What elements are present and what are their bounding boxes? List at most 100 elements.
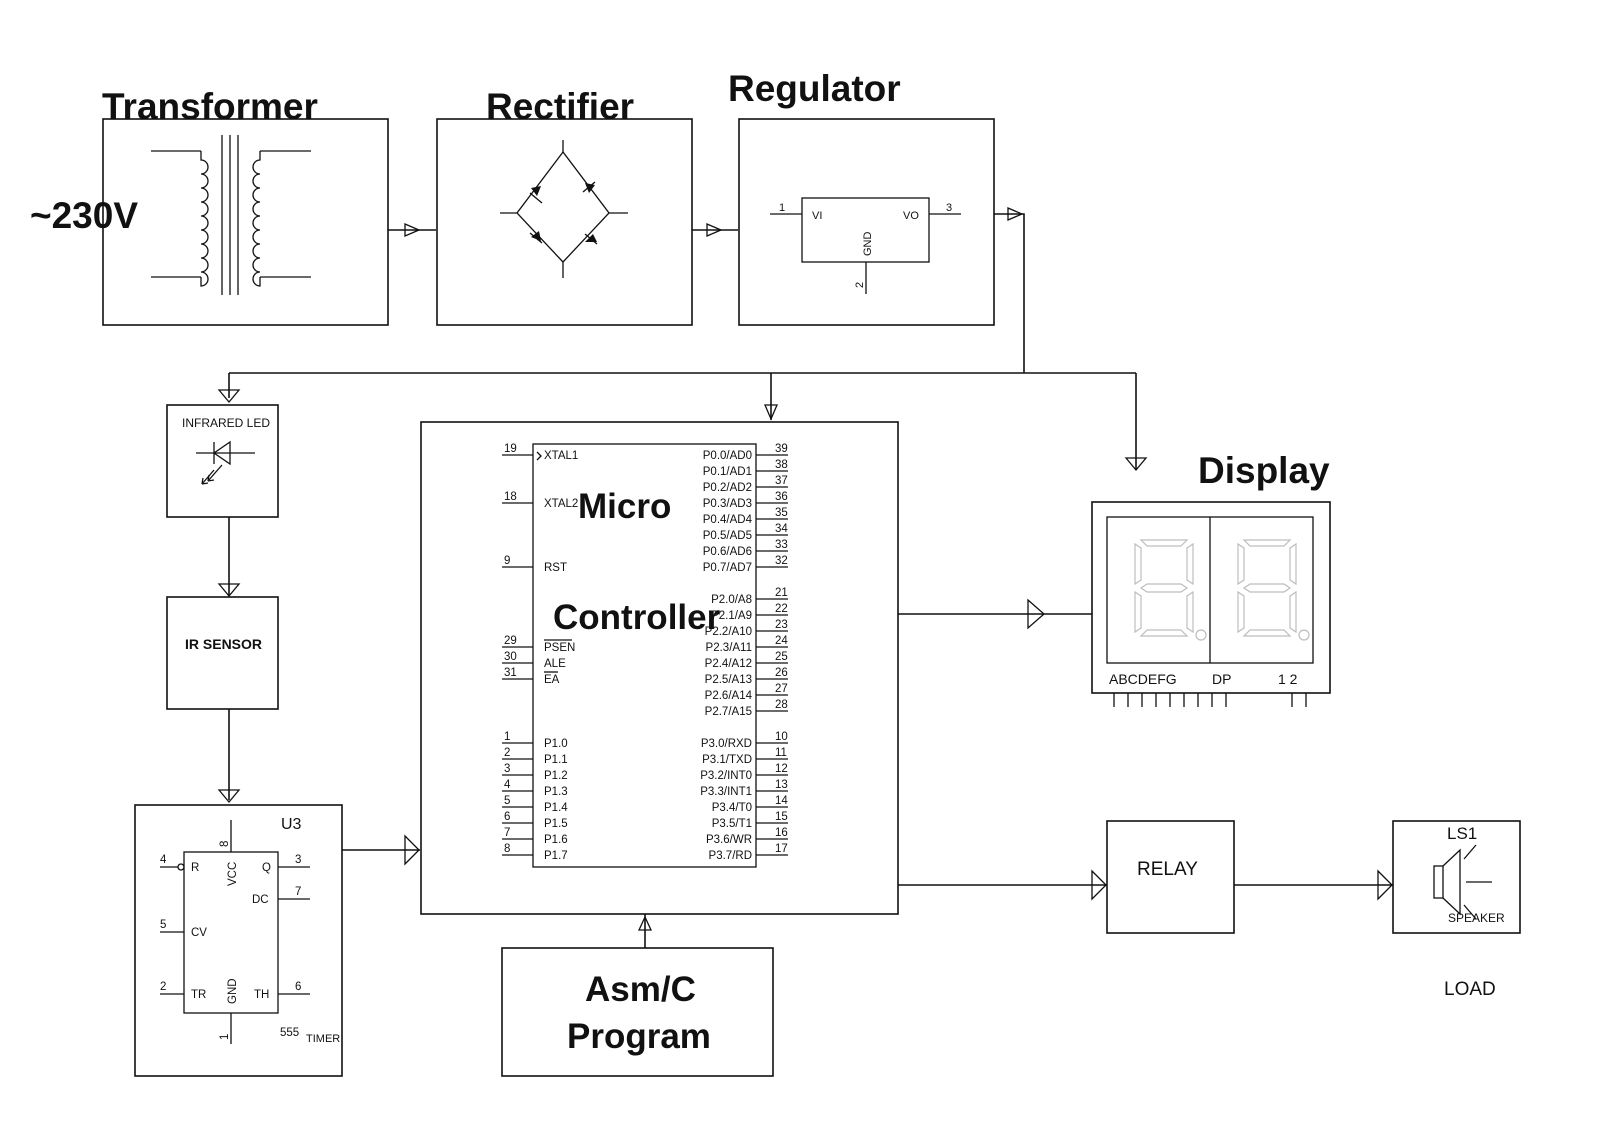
program-line2: Program <box>567 1017 711 1056</box>
mcu-pin-number: 28 <box>775 699 788 711</box>
arrow-relay-load <box>1234 869 1393 901</box>
reg-vo-label: VO <box>903 210 919 222</box>
reg-gnd-label: GND <box>862 232 874 257</box>
regulator-block: 1 3 VI VO GND 2 <box>738 118 995 326</box>
display-segment <box>1134 542 1142 586</box>
mcu-pin-number: 18 <box>504 491 517 503</box>
mcu-pin-name: P1.1 <box>544 754 568 766</box>
mcu-pin-number: 17 <box>775 843 788 855</box>
display-segment <box>1186 542 1194 586</box>
mcu-pin-number: 39 <box>775 443 788 455</box>
timer-sub-label: TIMER <box>306 1033 340 1045</box>
mcu-pin-number: 37 <box>775 475 788 487</box>
display-dp-segment <box>1195 629 1207 641</box>
mcu-right-pins: 39P0.0/AD038P0.1/AD137P0.2/AD236P0.3/AD3… <box>700 443 788 862</box>
display-block: ABCDEFG DP 1 2 <box>1091 501 1331 707</box>
mcu-pin-name: P1.6 <box>544 834 568 846</box>
mcu-pin-name: P3.4/T0 <box>712 802 752 814</box>
load-label: LOAD <box>1444 979 1496 1000</box>
relay-label: RELAY <box>1137 859 1198 880</box>
mcu-pin-number: 3 <box>504 763 510 775</box>
mcu-pin-name: RST <box>544 562 567 574</box>
mcu-pin-name: P3.6/WR <box>706 834 752 846</box>
seven-segment-digits <box>1134 539 1310 641</box>
mcu-left-pins: 19XTAL118XTAL29RST29PSEN30ALE31EA1P1.02P… <box>502 443 578 862</box>
mcu-pin-number: 6 <box>504 811 510 823</box>
mcu-pin-number: 10 <box>775 731 788 743</box>
mcu-pin-name: P1.7 <box>544 850 568 862</box>
mcu-pin-name: P1.2 <box>544 770 568 782</box>
svg-text:GND: GND <box>227 978 239 1004</box>
mcu-pin-number: 36 <box>775 491 788 503</box>
program-block: Asm/C Program <box>501 947 774 1077</box>
svg-text:Q: Q <box>262 862 271 874</box>
mcu-pin-number: 25 <box>775 651 788 663</box>
mcu-pin-number: 23 <box>775 619 788 631</box>
arrow-timer-mcu <box>342 834 420 866</box>
display-segment <box>1237 590 1245 634</box>
reg-pin-out-number: 3 <box>946 202 952 214</box>
mcu-pin-number: 22 <box>775 603 788 615</box>
load-block: LS1 SPEAKER <box>1392 820 1521 934</box>
display-segment <box>1289 542 1297 586</box>
mcu-pin-number: 33 <box>775 539 788 551</box>
power-bus <box>217 207 1148 472</box>
arrow-mcu-relay <box>898 869 1107 901</box>
mcu-pin-number: 26 <box>775 667 788 679</box>
timer-ref-label: U3 <box>281 816 302 833</box>
mcu-pin-name: P3.7/RD <box>709 850 752 862</box>
bridge-rectifier-icon <box>500 140 628 278</box>
svg-text:TR: TR <box>191 989 206 1001</box>
mcu-pin-name: P3.2/INT0 <box>700 770 752 782</box>
display-title: Display <box>1198 450 1330 491</box>
mcu-pin-name: P0.2/AD2 <box>703 482 752 494</box>
mcu-pin-name: P2.6/A14 <box>705 690 753 702</box>
mcu-pin-number: 24 <box>775 635 788 647</box>
display-segment <box>1242 629 1292 637</box>
svg-text:DC: DC <box>252 894 269 906</box>
mcu-pin-name: P0.6/AD6 <box>703 546 752 558</box>
program-line1: Asm/C <box>585 970 696 1009</box>
svg-text:3: 3 <box>295 854 301 866</box>
arrow-transformer-rectifier <box>388 223 436 237</box>
mcu-pin-number: 1 <box>504 731 510 743</box>
mcu-pin-number: 35 <box>775 507 788 519</box>
svg-text:2: 2 <box>160 981 166 993</box>
mcu-pin-number: 19 <box>504 443 517 455</box>
svg-text:5: 5 <box>160 919 166 931</box>
mcu-pin-name: XTAL1 <box>544 450 578 462</box>
xtal1-clock-marker <box>536 451 542 461</box>
arrow-mcu-display <box>898 598 1092 630</box>
svg-text:CV: CV <box>191 927 207 939</box>
mcu-pin-name: P2.1/A9 <box>711 610 752 622</box>
svg-text:8: 8 <box>219 841 231 847</box>
speaker-icon <box>1433 844 1492 920</box>
mcu-pin-name: P3.0/RXD <box>701 738 752 750</box>
mcu-pin-name: XTAL2 <box>544 498 578 510</box>
mcu-pin-name: P2.4/A12 <box>705 658 752 670</box>
mcu-pin-number: 32 <box>775 555 788 567</box>
led-icon <box>196 440 255 485</box>
mcu-pin-name: P0.1/AD1 <box>703 466 752 478</box>
mcu-pin-number: 8 <box>504 843 510 855</box>
mcu-pin-name: P0.5/AD5 <box>703 530 752 542</box>
mcu-pin-name: P3.1/TXD <box>702 754 752 766</box>
mcu-pin-name: P0.3/AD3 <box>703 498 752 510</box>
reg-vi-label: VI <box>812 210 822 222</box>
mcu-pin-name: PSEN <box>544 642 575 654</box>
mcu-pin-number: 29 <box>504 635 517 647</box>
mcu-pin-name: P0.0/AD0 <box>703 450 752 462</box>
mcu-pin-name: P2.3/A11 <box>706 642 752 654</box>
mcu-pin-name: P2.2/A10 <box>705 626 752 638</box>
display-segment <box>1289 590 1297 634</box>
mcu-pin-name: P0.7/AD7 <box>703 562 752 574</box>
mcu-pin-number: 4 <box>504 779 511 791</box>
arrow-rectifier-regulator <box>692 223 738 237</box>
ir-sensor-block: IR SENSOR <box>166 596 279 710</box>
arrow-program-mcu <box>637 914 653 948</box>
speaker-label: SPEAKER <box>1448 911 1505 925</box>
mcu-pin-number: 13 <box>775 779 788 791</box>
mcu-pin-number: 11 <box>775 747 787 759</box>
microcontroller-block: 19XTAL118XTAL29RST29PSEN30ALE31EA1P1.02P… <box>420 421 899 915</box>
